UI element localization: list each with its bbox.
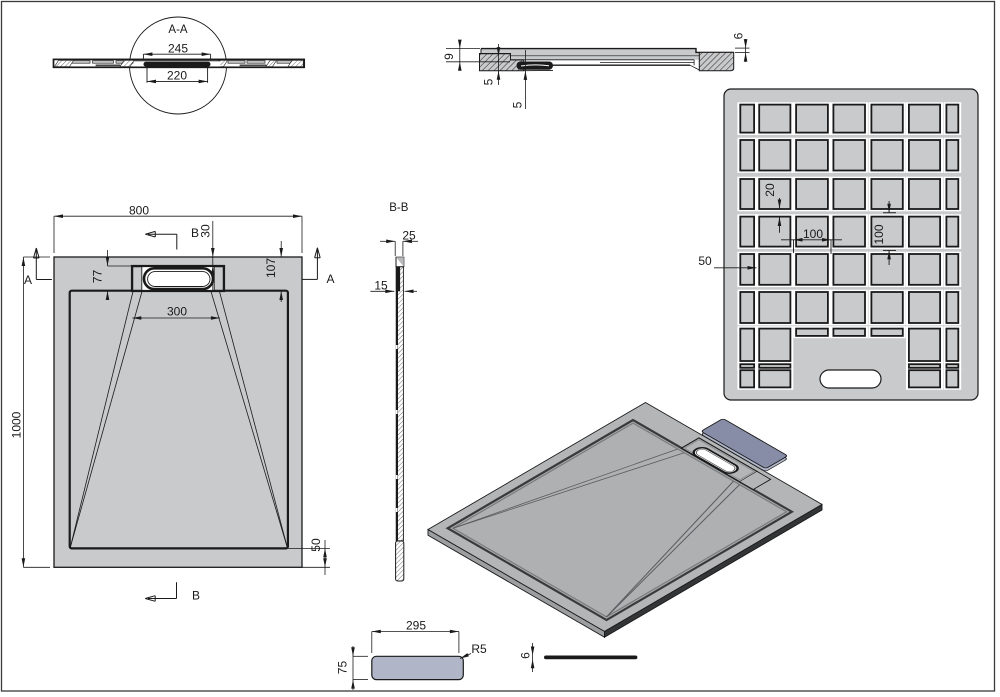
svg-text:1000: 1000 xyxy=(10,411,24,438)
svg-text:800: 800 xyxy=(129,204,149,218)
svg-text:100: 100 xyxy=(803,227,823,241)
svg-text:300: 300 xyxy=(167,305,187,319)
svg-text:9: 9 xyxy=(442,53,456,60)
svg-text:295: 295 xyxy=(406,619,426,633)
svg-text:15: 15 xyxy=(374,279,388,293)
svg-text:50: 50 xyxy=(698,254,712,268)
svg-text:B: B xyxy=(192,589,200,603)
svg-text:100: 100 xyxy=(872,224,886,244)
svg-text:220: 220 xyxy=(167,69,187,83)
svg-text:6: 6 xyxy=(519,652,533,659)
svg-text:B: B xyxy=(191,226,199,240)
svg-text:5: 5 xyxy=(511,101,525,108)
svg-text:A: A xyxy=(24,273,32,287)
svg-text:A-A: A-A xyxy=(168,24,188,36)
svg-text:25: 25 xyxy=(402,229,416,243)
svg-text:107: 107 xyxy=(264,258,278,278)
svg-text:245: 245 xyxy=(168,42,188,56)
svg-text:20: 20 xyxy=(763,183,777,197)
svg-text:6: 6 xyxy=(732,32,746,39)
svg-text:75: 75 xyxy=(336,661,350,675)
svg-text:B-B: B-B xyxy=(389,202,409,214)
svg-text:77: 77 xyxy=(91,270,105,284)
svg-text:5: 5 xyxy=(481,78,495,85)
svg-text:50: 50 xyxy=(309,538,323,552)
svg-text:30: 30 xyxy=(199,224,213,238)
svg-text:A: A xyxy=(326,272,334,286)
svg-text:R5: R5 xyxy=(471,642,487,656)
